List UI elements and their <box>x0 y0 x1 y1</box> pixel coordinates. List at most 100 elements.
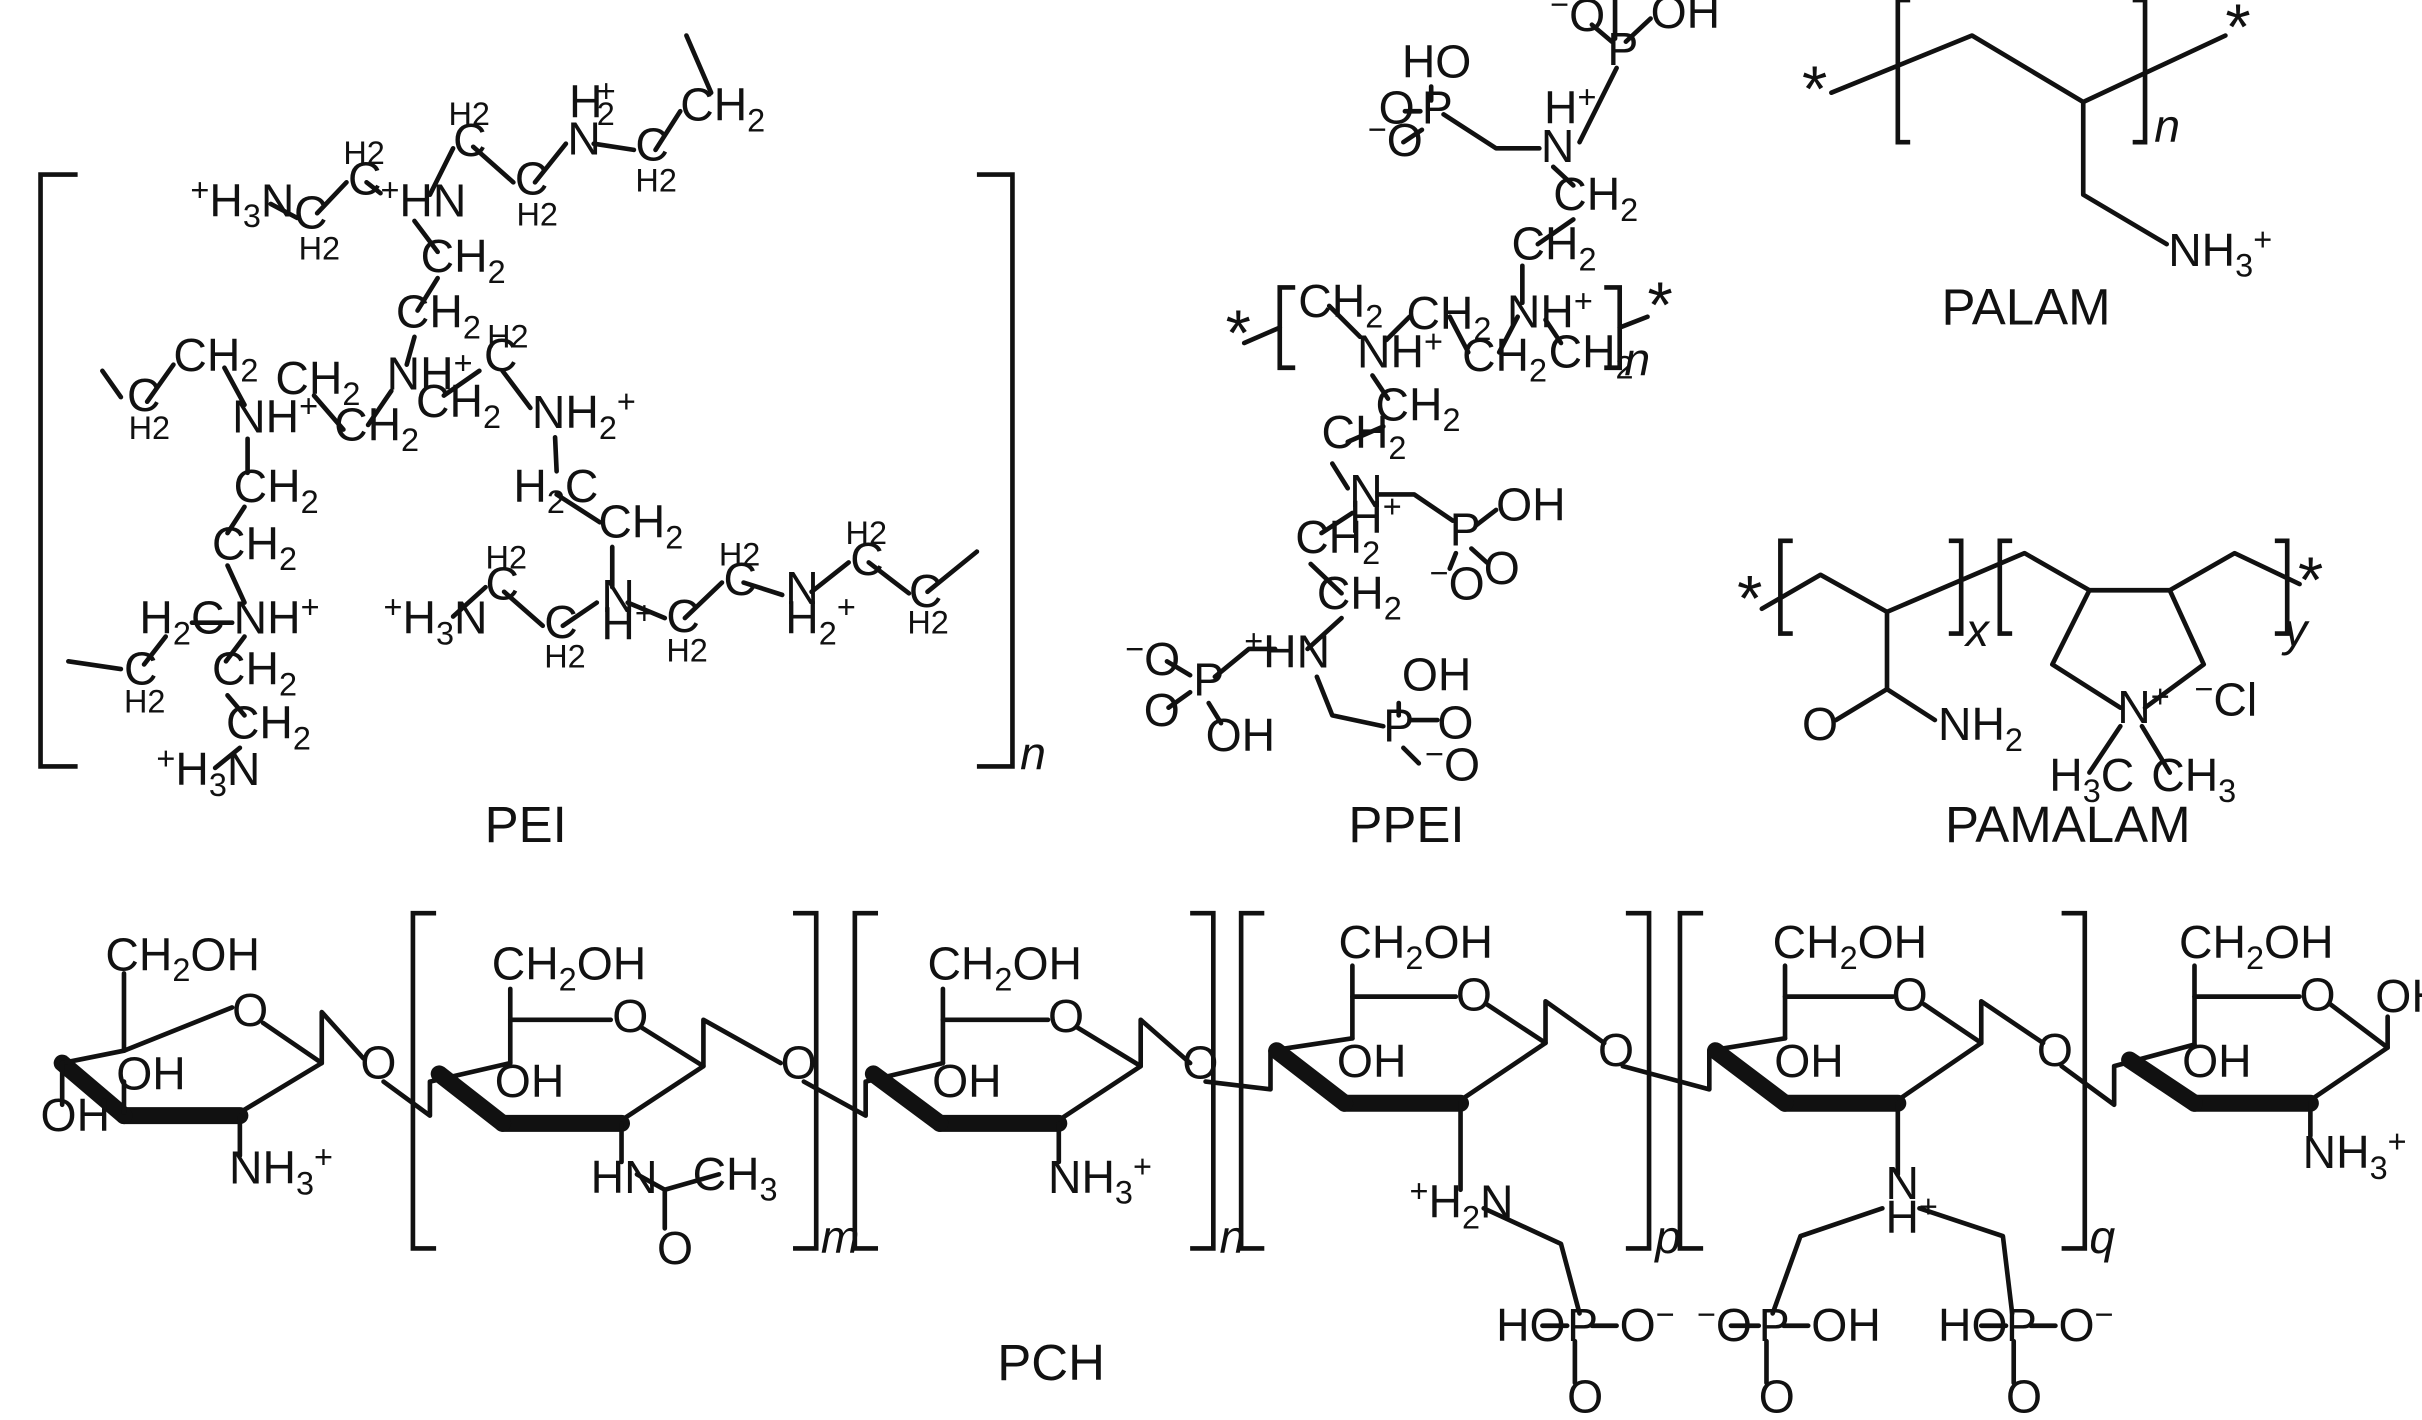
pei-atom-ch2: C <box>348 153 381 205</box>
pch-atom-oh: OH <box>495 1055 565 1107</box>
pei-atom-nh2-plus: H2+ <box>785 589 855 651</box>
ppei-atom-o-minus: −O <box>1368 112 1423 166</box>
ppei-bond <box>1370 373 1391 401</box>
palam-bond-backbone <box>1829 33 2228 105</box>
pch-atom-oh: OH <box>1774 1035 1844 1087</box>
pei-bond <box>500 368 533 411</box>
pei-atom-ch2: CH2 <box>396 286 481 346</box>
pch-atom-glycosidic-o: O <box>360 1037 396 1089</box>
ppei-bond <box>1164 659 1193 678</box>
pch-right-bracket-p <box>1625 910 1652 1251</box>
ppei-atom-p: P <box>1450 503 1481 555</box>
pch-glycosidic-bond <box>381 1060 513 1118</box>
pch-atom-oh: OH <box>116 1047 186 1099</box>
pch-ring-bond-bold <box>1268 1042 1354 1112</box>
palam-structure: * n * NH3+ PALAM <box>1802 0 2272 335</box>
pch-atom-ch2oh: CH2OH <box>927 938 1082 998</box>
pch-ring-bond-bold <box>864 1065 949 1132</box>
pamalam-atom-nh2: NH2 <box>1938 698 2023 758</box>
ppei-bond <box>1623 16 1653 45</box>
pch-left-bracket-n <box>852 910 879 1251</box>
pch-atom-hn: HN <box>591 1151 658 1203</box>
ppei-atom-o: O <box>1379 82 1415 134</box>
ppei-structure: −O P OH HO O P −O H+ N CH2 CH2 * CH2 NH+… <box>1125 0 1720 853</box>
pamalam-repeat-index-y: y <box>2281 604 2310 656</box>
ppei-bond <box>1401 745 1422 766</box>
pei-atom-ch2: CH2 <box>212 643 297 703</box>
ppei-repeat-index: n <box>1624 333 1650 385</box>
pch-acetylglucosamine-unit: CH2OH O OH HN CH3 O <box>430 938 783 1274</box>
pch-atom-p: P <box>1759 1299 1790 1351</box>
pch-ring-bond <box>1782 994 1896 1041</box>
pch-ring-bond <box>1350 994 1459 1041</box>
pamalam-structure: * x y * O NH2 N+ −Cl H3C CH3 PAMALAM <box>1737 538 2323 853</box>
ppei-atom-o: O <box>1144 684 1180 736</box>
pei-atom-h2: H2 <box>846 515 887 551</box>
pamalam-repeat-index-x: x <box>1964 604 1991 656</box>
ppei-bond <box>1326 303 1363 340</box>
ppei-atom-p: P <box>1607 23 1638 75</box>
pamalam-bond-backbone <box>1759 550 2302 615</box>
ppei-bond <box>1447 550 1459 571</box>
pamalam-right-bracket-y <box>2274 538 2290 636</box>
ppei-atom-ch2: CH2 <box>1549 326 1634 386</box>
pch-atom-ch3: CH3 <box>693 1148 778 1208</box>
pamalam-bond-carbonyl <box>1833 686 1890 723</box>
pei-bond <box>404 334 417 367</box>
ppei-bond <box>1206 700 1224 726</box>
pch-atom-nh3-plus: NH3+ <box>2303 1124 2407 1186</box>
palam-left-bracket <box>1895 0 1911 145</box>
pei-atom-ch2-terminal: CH2 <box>680 79 765 139</box>
pei-bond <box>470 144 516 185</box>
pch-atom-ch2oh: CH2OH <box>1338 916 1493 976</box>
pch-glycosidic-bond <box>1203 1036 1355 1092</box>
pch-glycosidic-bond <box>2059 1042 2197 1108</box>
pch-substituent-bond <box>1770 1205 1885 1316</box>
pei-bond <box>66 659 124 672</box>
pch-atom-p: P <box>1567 1299 1598 1351</box>
pamalam-bond-ring <box>2142 587 2207 710</box>
ppei-bond <box>1473 507 1499 528</box>
pei-atom-ch2: C <box>294 187 327 239</box>
pei-bond <box>222 365 247 408</box>
pei-atom-h3n-top: +H3N <box>190 172 294 234</box>
pch-atom-oh: OH <box>2182 1035 2252 1087</box>
ppei-bond <box>1384 314 1412 343</box>
pch-repeat-index-q: q <box>2089 1211 2115 1263</box>
ppei-atom-o-minus: −O <box>1430 555 1485 609</box>
pamalam-caption: PAMALAM <box>1945 796 2191 853</box>
pei-bond <box>311 393 346 432</box>
ppei-atom-nh-plus-mid: N <box>1349 465 1382 517</box>
pei-bond <box>684 33 714 96</box>
ppei-bond <box>1401 127 1425 145</box>
pei-bond <box>441 368 482 398</box>
pamalam-left-bracket-x <box>1778 538 1793 636</box>
pch-atom-ring-o: O <box>232 984 268 1036</box>
pch-ring-bond <box>59 1048 127 1066</box>
pch-right-bracket-m <box>793 910 819 1251</box>
pch-atom-ch2oh: CH2OH <box>105 928 260 988</box>
pei-left-bracket <box>38 172 78 769</box>
pch-repeat-index-p: p <box>1653 1211 1681 1263</box>
ppei-bond <box>1617 314 1650 330</box>
pamalam-right-bracket-x <box>1948 538 1964 636</box>
ppei-atom-o: O <box>1437 697 1473 749</box>
pamalam-bond-methyl <box>2087 723 2123 775</box>
pch-atom-nh-plus: H+ <box>1885 1189 1937 1243</box>
pch-atom-ho: HO <box>1496 1299 1566 1351</box>
ppei-atom-o-minus: −O <box>1125 631 1180 685</box>
ppei-end-star: * <box>1648 269 1673 342</box>
pch-glycosidic-bond <box>1978 998 2046 1046</box>
ppei-atom-p: P <box>1422 82 1453 134</box>
pch-substituent-bond <box>1481 1205 1582 1316</box>
pch-ring-bond-bold <box>53 1054 133 1125</box>
palam-caption: PALAM <box>1942 278 2111 335</box>
pei-atom-ch2: C <box>127 369 160 421</box>
pch-glycosidic-bond <box>1543 998 1607 1046</box>
pei-atom-h2: H2 <box>719 537 760 573</box>
pch-atom-o: O <box>657 1222 693 1274</box>
pei-repeat-index: n <box>1020 727 1046 779</box>
pei-atom-nh2-plus: H <box>569 75 602 127</box>
pch-atom-ho: HO <box>1938 1299 2008 1351</box>
